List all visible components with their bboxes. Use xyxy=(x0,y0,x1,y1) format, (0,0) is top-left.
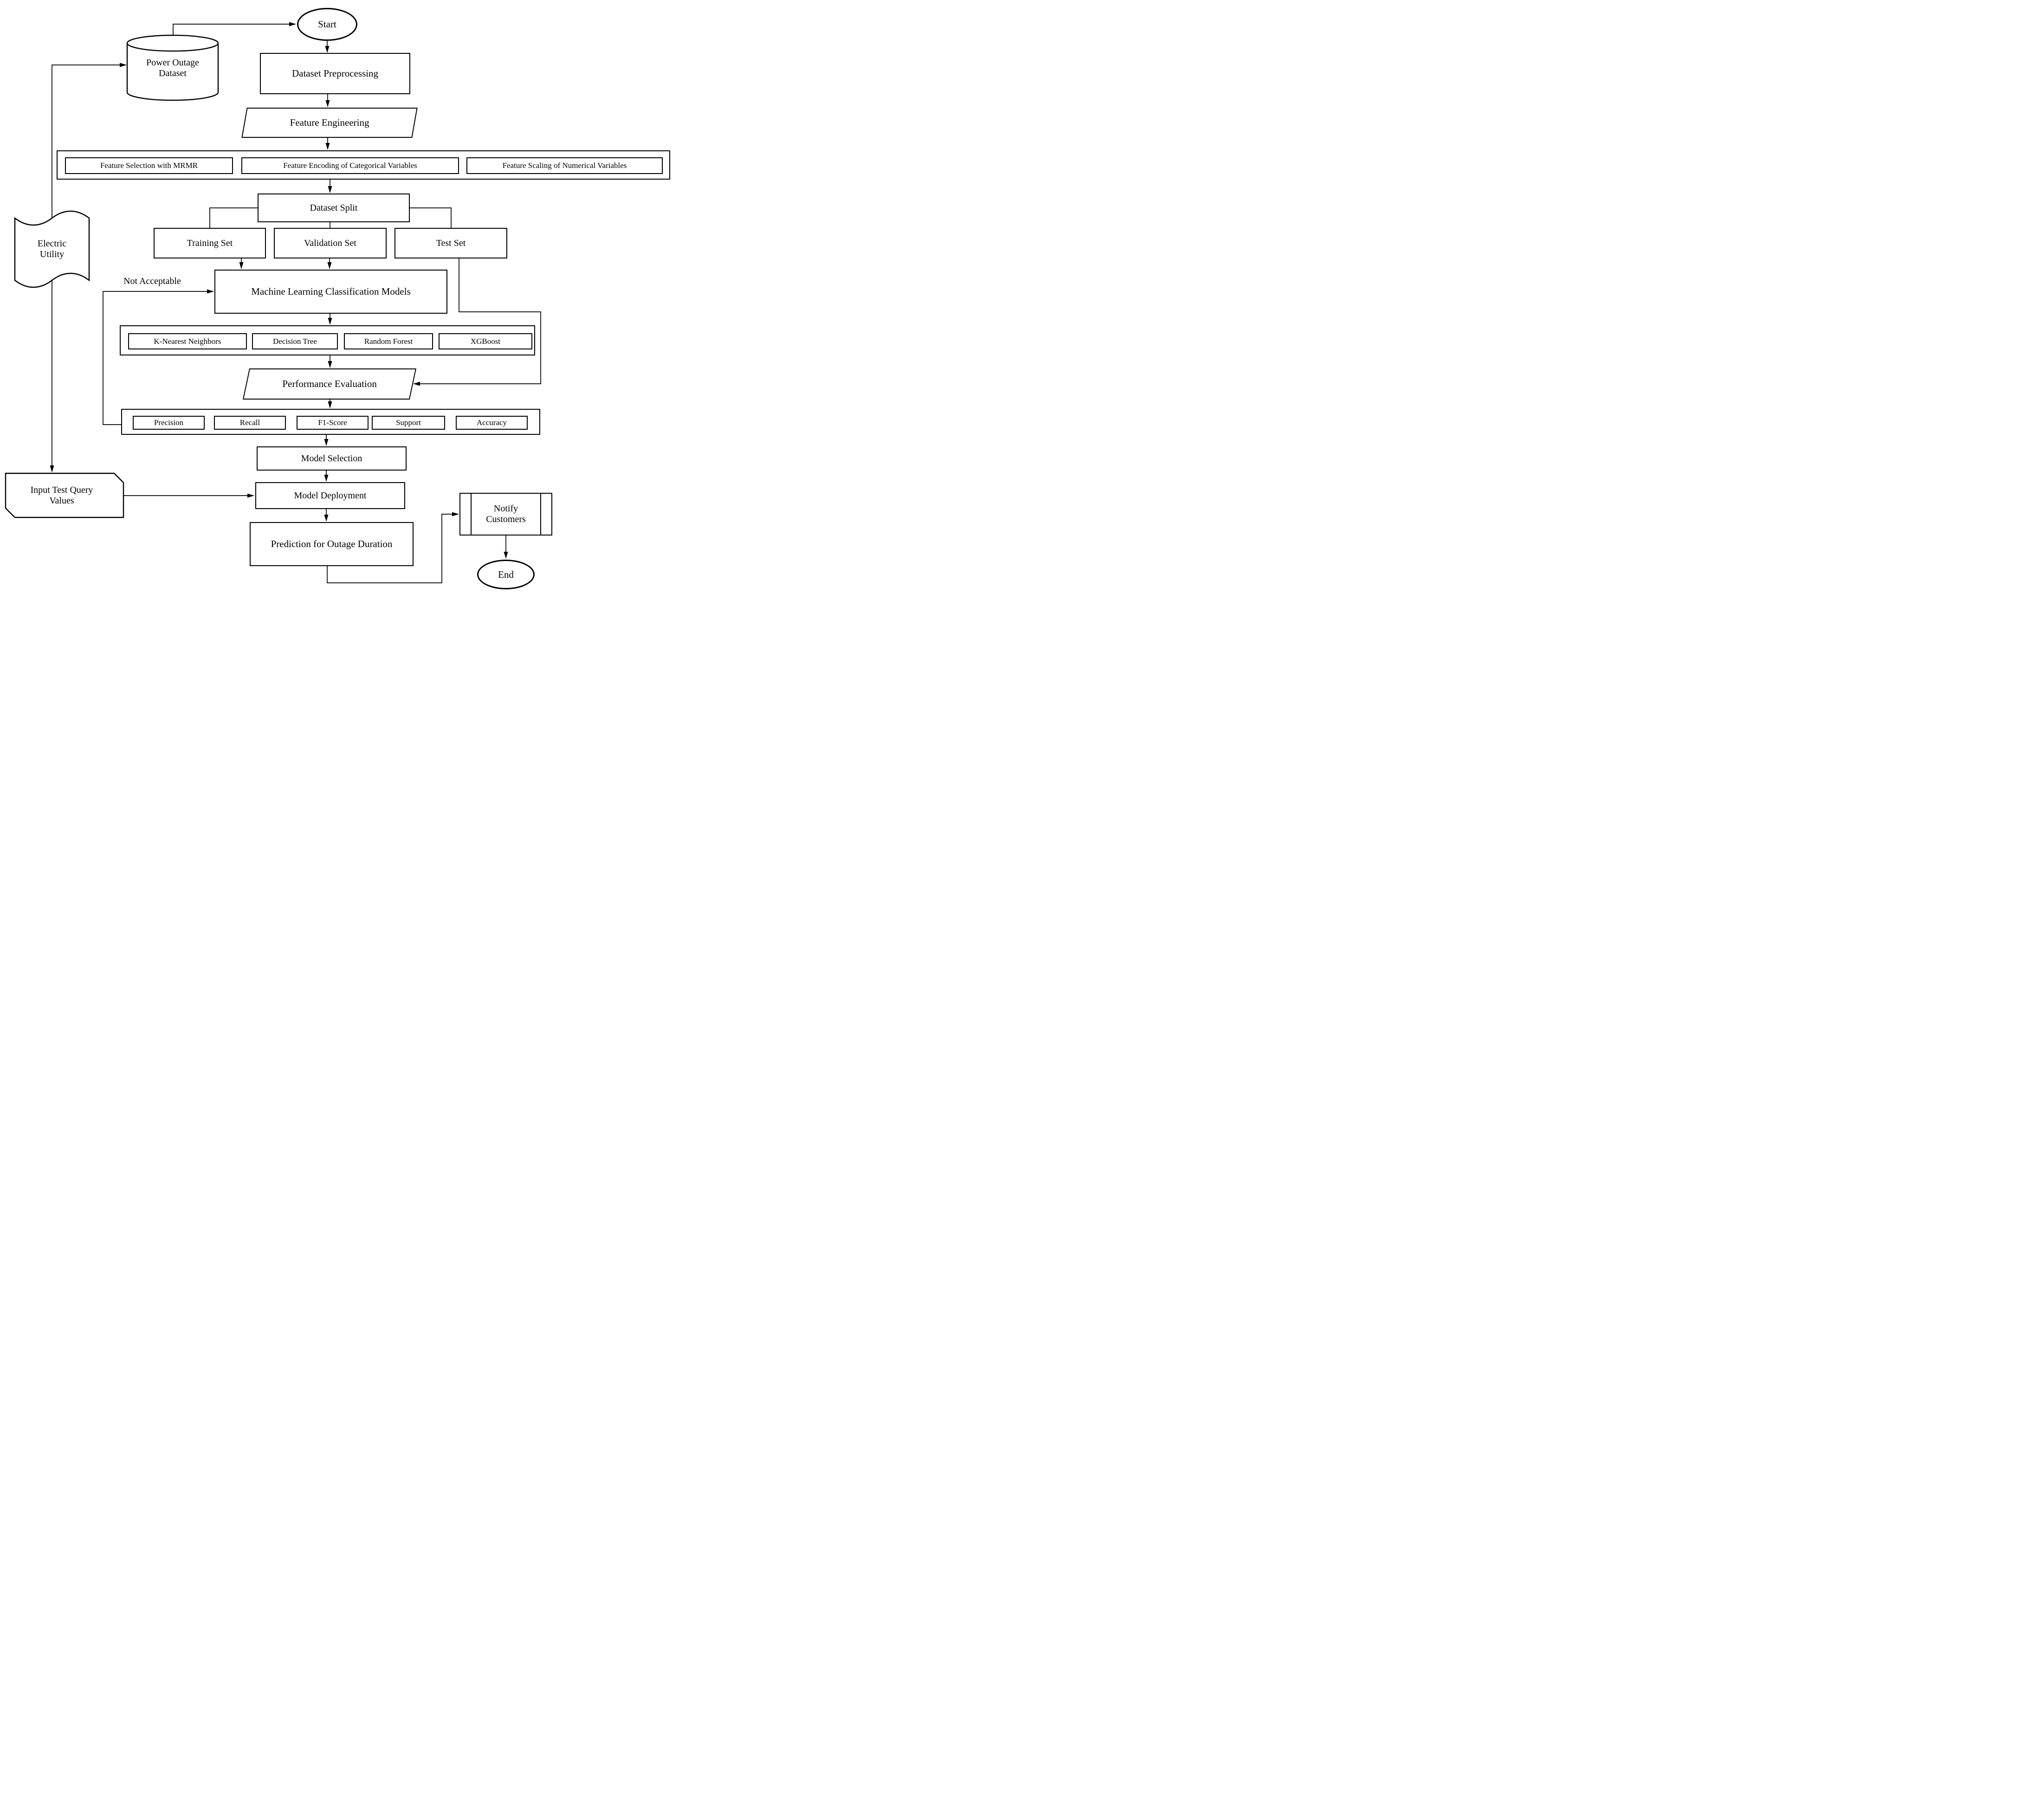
electric-utility-tape xyxy=(14,210,90,288)
feature-scaling-box: Feature Scaling of Numerical Variables xyxy=(466,157,663,174)
power-outage-dataset-label: Power Outage Dataset xyxy=(146,58,199,78)
feature-engineering-label: Feature Engineering xyxy=(290,117,369,129)
support-box: Support xyxy=(372,416,445,430)
dataset-preprocessing-box: Dataset Preprocessing xyxy=(260,53,410,94)
feature-encoding-box: Feature Encoding of Categorical Variable… xyxy=(241,157,459,174)
ml-classification-models-box: Machine Learning Classification Models xyxy=(214,270,447,314)
connector-layer xyxy=(5,22,541,583)
edge-prediction-to-notify xyxy=(327,512,459,583)
predefined-process-left-bar xyxy=(471,494,472,535)
recall-box: Recall xyxy=(214,416,286,430)
flowchart-canvas: Start End Power Outage Dataset Electric … xyxy=(0,0,679,607)
edge-split-to-training xyxy=(209,207,258,228)
validation-set-box: Validation Set xyxy=(274,228,387,258)
notify-customers-label: Notify Customers xyxy=(486,503,526,524)
edge-utility-to-dataset xyxy=(52,63,127,218)
prediction-box: Prediction for Outage Duration xyxy=(250,522,414,566)
power-outage-dataset-cylinder-top xyxy=(126,34,219,52)
edge-split-to-test xyxy=(410,207,452,228)
edge-feedback-not-acceptable xyxy=(103,289,214,425)
input-test-query-label: Input Test Query Values xyxy=(30,484,93,506)
f1-score-box: F1-Score xyxy=(297,416,369,430)
feature-selection-mrmr-box: Feature Selection with MRMR xyxy=(65,157,233,174)
dataset-split-box: Dataset Split xyxy=(258,194,410,222)
power-outage-dataset-cylinder xyxy=(126,43,219,101)
metrics-group: Precision Recall F1-Score Support Accura… xyxy=(121,409,540,435)
edge-test-to-performance-evaluation xyxy=(413,258,541,386)
notify-customers-box: Notify Customers xyxy=(459,493,552,536)
edge-dataset-to-start xyxy=(173,22,296,35)
electric-utility-label: Electric Utility xyxy=(37,239,67,259)
feature-steps-group: Feature Selection with MRMR Feature Enco… xyxy=(57,150,670,180)
test-set-box: Test Set xyxy=(394,228,507,258)
random-forest-box: Random Forest xyxy=(344,333,433,349)
feature-engineering-parallelogram: Feature Engineering xyxy=(241,108,418,138)
xgboost-box: XGBoost xyxy=(439,333,532,349)
training-set-box: Training Set xyxy=(154,228,266,258)
start-terminator: Start xyxy=(297,8,357,41)
models-group: K-Nearest Neighbors Decision Tree Random… xyxy=(120,325,535,355)
accuracy-box: Accuracy xyxy=(456,416,528,430)
predefined-process-right-bar xyxy=(540,494,541,535)
model-deployment-box: Model Deployment xyxy=(255,482,405,509)
end-terminator: End xyxy=(477,560,535,589)
performance-evaluation-parallelogram: Performance Evaluation xyxy=(242,368,417,400)
performance-evaluation-label: Performance Evaluation xyxy=(282,378,377,390)
model-selection-box: Model Selection xyxy=(257,446,407,471)
input-test-query-card xyxy=(5,472,124,518)
not-acceptable-label: Not Acceptable xyxy=(123,276,181,286)
decision-tree-box: Decision Tree xyxy=(252,333,338,349)
knn-box: K-Nearest Neighbors xyxy=(128,333,247,349)
precision-box: Precision xyxy=(133,416,205,430)
